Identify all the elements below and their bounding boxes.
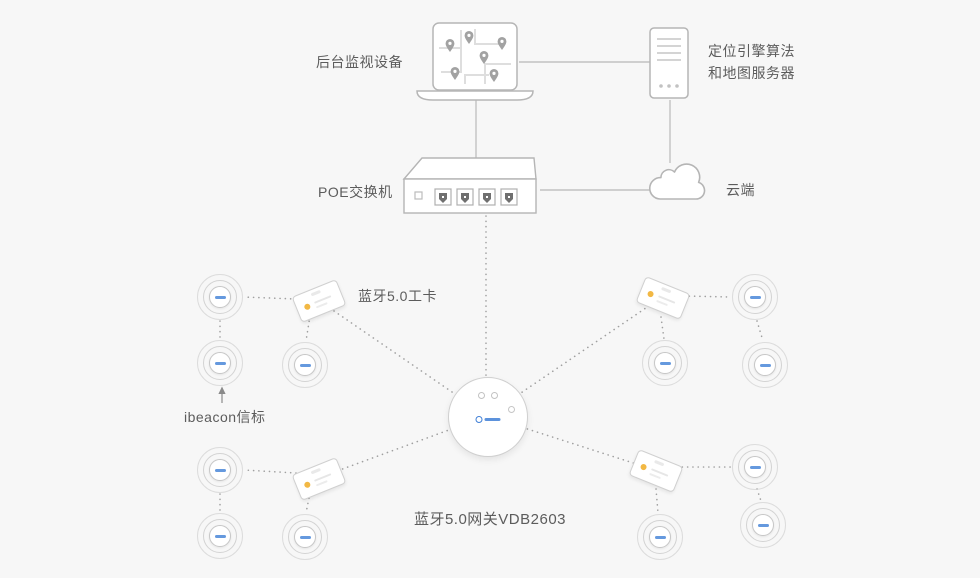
brand-logo-icon — [299, 535, 311, 539]
ibeacon-beacon — [637, 514, 683, 560]
card-notch — [660, 286, 672, 294]
brand-logo-icon — [475, 416, 501, 423]
ibeacon-beacon — [197, 513, 243, 559]
label-map-server-line1: 定位引擎算法 — [708, 43, 795, 59]
port-shield-centers — [442, 196, 510, 198]
ibeacon-beacon — [742, 342, 788, 388]
label-ibeacon: ibeacon信标 — [184, 409, 266, 425]
solid-links — [475, 61, 671, 191]
ibeacon-beacon — [282, 514, 328, 560]
brand-logo-icon — [299, 363, 311, 367]
arrow-up-icon — [218, 386, 226, 403]
switch-top — [402, 157, 537, 180]
gateway-led-icons — [478, 392, 498, 399]
brand-logo-icon — [214, 534, 226, 538]
ibeacon-beacon — [197, 340, 243, 386]
label-map-server: 定位引擎算法 和地图服务器 — [708, 40, 795, 84]
brand-logo-icon — [654, 535, 666, 539]
card-notch — [653, 459, 665, 467]
card-line — [315, 480, 328, 487]
map-pin-icon — [445, 30, 507, 82]
switch-ports — [434, 188, 518, 206]
card-line — [649, 472, 661, 480]
label-cloud: 云端 — [726, 182, 755, 198]
ibeacon-beacon — [197, 274, 243, 320]
brand-logo-icon — [659, 361, 671, 365]
map-roads — [439, 29, 511, 84]
card-led-icon — [646, 290, 655, 298]
card-line — [656, 299, 668, 307]
brand-logo-icon — [757, 523, 769, 527]
ibeacon-beacon — [732, 444, 778, 490]
dotted-links — [219, 215, 764, 514]
ibeacon-beacon — [740, 502, 786, 548]
map-server-device — [649, 27, 689, 99]
cloud-icon — [648, 163, 706, 200]
card-line — [315, 302, 328, 309]
poe-switch-device — [402, 157, 537, 214]
label-map-server-line2: 和地图服务器 — [708, 65, 795, 81]
ibeacon-beacon — [732, 274, 778, 320]
brand-logo-icon — [749, 295, 761, 299]
laptop-monitor-device — [416, 22, 534, 101]
brand-logo-icon — [214, 295, 226, 299]
card-notch — [310, 467, 322, 475]
ibeacon-beacon — [197, 447, 243, 493]
card-notch — [310, 289, 322, 297]
ibeacon-beacon — [642, 340, 688, 386]
map-pin-centers — [448, 33, 504, 75]
label-monitor-device: 后台监视设备 — [316, 54, 403, 70]
ibeacon-beacon — [282, 342, 328, 388]
card-led-icon — [303, 302, 312, 311]
switch-indicator — [414, 191, 423, 200]
gateway-device — [448, 377, 528, 457]
laptop-base — [416, 90, 534, 101]
gateway-hole — [508, 406, 515, 413]
card-led-icon — [303, 480, 312, 489]
brand-logo-icon — [749, 465, 761, 469]
label-gateway: 蓝牙5.0网关VDB2603 — [413, 511, 567, 528]
brand-logo-icon — [214, 361, 226, 365]
server-leds — [659, 84, 679, 88]
label-poe-switch: POE交换机 — [318, 184, 393, 200]
card-led-icon — [639, 463, 648, 471]
brand-logo-icon — [214, 468, 226, 472]
label-work-card: 蓝牙5.0工卡 — [358, 288, 437, 304]
brand-logo-icon — [759, 363, 771, 367]
server-vents — [657, 38, 681, 61]
